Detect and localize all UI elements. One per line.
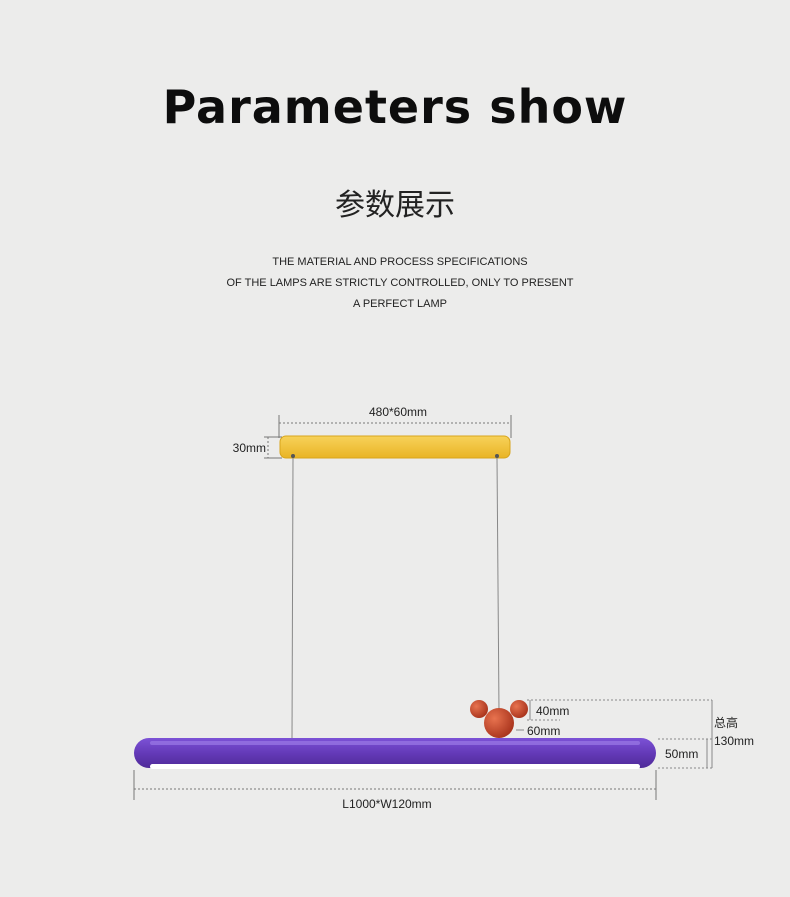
description-line-2: OF THE LAMPS ARE STRICTLY CONTROLLED, ON… <box>226 277 574 289</box>
canopy-screw-right <box>495 454 499 458</box>
description: THE MATERIAL AND PROCESS SPECIFICATIONS … <box>0 252 790 315</box>
canopy <box>279 435 511 459</box>
body-length-dimension: L1000*W120mm <box>133 770 657 811</box>
canopy-height-dimension: 30mm <box>233 436 282 459</box>
ornament <box>470 700 528 738</box>
lamp-body-highlight <box>150 741 640 745</box>
canopy-width-dimension: 480*60mm <box>278 405 512 438</box>
suspension-wire-left <box>291 457 294 741</box>
total-height-label: 130mm <box>714 734 754 748</box>
ornament-dimensions: 40mm 60mm <box>516 699 712 738</box>
description-line-3: A PERFECT LAMP <box>353 298 447 310</box>
body-height-label: 50mm <box>665 747 698 761</box>
ear-size-label: 40mm <box>536 704 569 718</box>
page-title: Parameters show <box>162 80 628 134</box>
light-strip <box>150 764 640 769</box>
canopy-size-label: 480*60mm <box>369 405 427 419</box>
body-size-label: L1000*W120mm <box>342 797 431 811</box>
total-height-dimension: 总高 130mm <box>711 700 754 768</box>
canopy-height-label: 30mm <box>233 441 266 455</box>
page-subtitle: 参数展示 <box>335 188 455 223</box>
description-line-1: THE MATERIAL AND PROCESS SPECIFICATIONS <box>272 256 528 268</box>
suspension-wire-right <box>496 457 500 713</box>
canopy-screw-left <box>291 454 295 458</box>
body-height-dimension: 50mm <box>658 738 712 769</box>
lamp-body <box>134 738 656 768</box>
head-size-label: 60mm <box>527 724 560 738</box>
total-height-caption: 总高 <box>714 715 738 730</box>
